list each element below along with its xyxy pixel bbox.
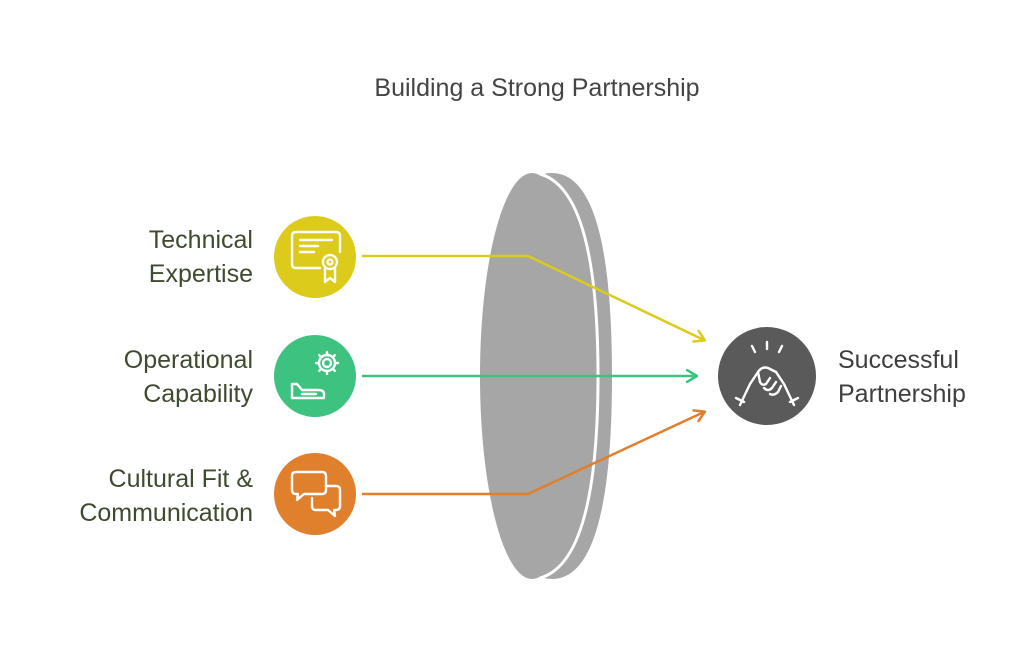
- input-node-operational-capability: Operational Capability: [124, 335, 356, 417]
- input-node-cultural-fit: Cultural Fit & Communication: [79, 453, 356, 535]
- gear-hand-icon: [290, 350, 340, 400]
- input-label-line1: Operational: [124, 346, 253, 374]
- input-circle: [274, 335, 356, 417]
- handshake-icon: [734, 340, 800, 407]
- certificate-icon: [290, 230, 342, 284]
- result-node: Successful Partnership: [718, 327, 966, 425]
- connector-technical-expertise: [362, 254, 704, 340]
- input-label-line2: Expertise: [149, 260, 253, 288]
- result-label-line1: Successful: [838, 346, 959, 374]
- connector-cultural-fit: [362, 412, 704, 496]
- chat-bubbles-icon: [290, 470, 342, 518]
- input-label-line2: Communication: [79, 499, 253, 527]
- input-circle: [274, 216, 356, 298]
- input-label-line1: Technical: [149, 226, 253, 254]
- diagram-title: Building a Strong Partnership: [374, 74, 699, 102]
- input-node-technical-expertise: Technical Expertise: [149, 216, 356, 298]
- result-label-line2: Partnership: [838, 380, 966, 408]
- input-label-line1: Cultural Fit &: [109, 465, 254, 493]
- input-label-line2: Capability: [143, 380, 253, 408]
